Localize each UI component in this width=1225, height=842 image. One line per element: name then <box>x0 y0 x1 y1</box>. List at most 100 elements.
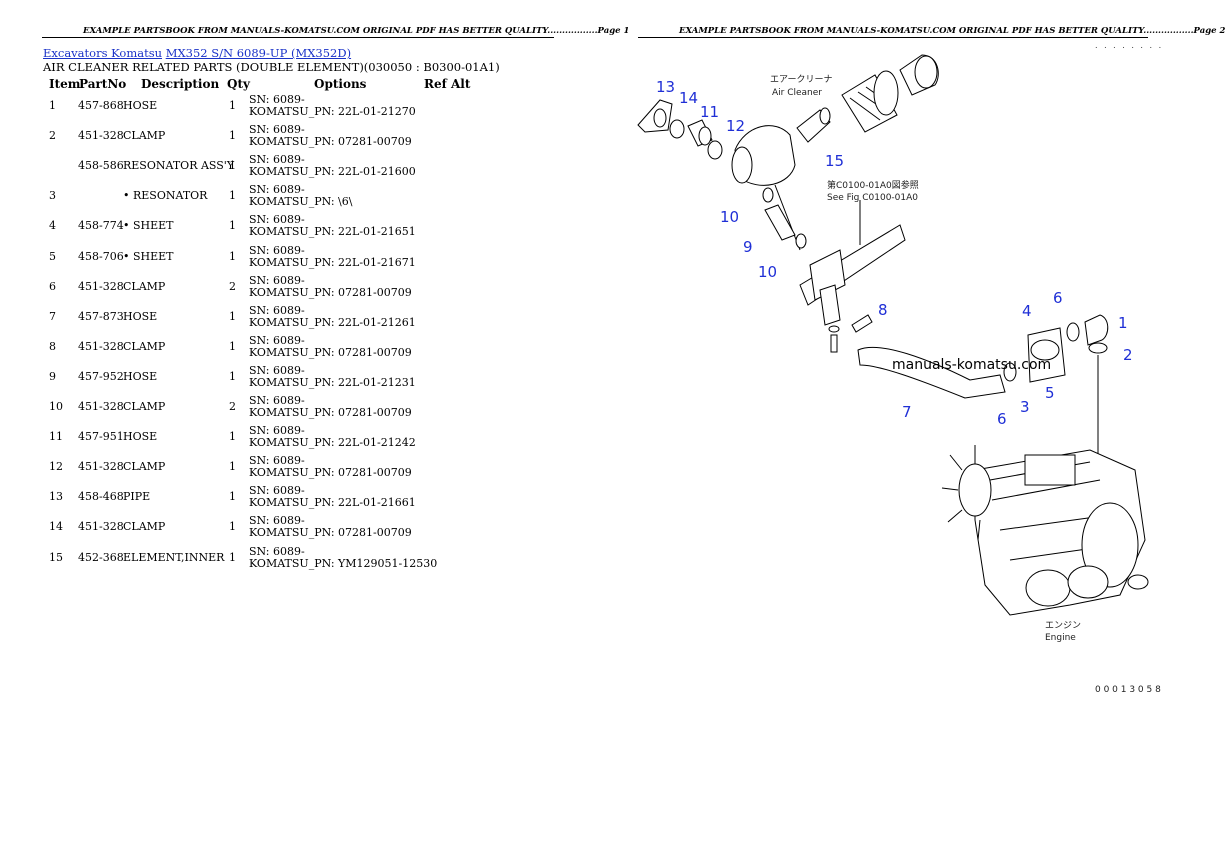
pipe-13-drawing <box>637 99 673 133</box>
cell-partno: 458-586 <box>78 159 124 173</box>
clamp-14-drawing <box>669 119 685 139</box>
callout-12: 12 <box>726 117 745 135</box>
engine-label: Engine <box>1045 633 1076 643</box>
breadcrumb-link-model[interactable]: MX352 S/N 6089-UP (MX352D) <box>165 46 352 60</box>
cell-qty: 2 <box>229 400 236 413</box>
callout-3: 3 <box>1020 398 1030 416</box>
outlet-pipe-drawing <box>819 284 841 326</box>
cell-qty: 1 <box>229 129 236 143</box>
cell-options-sn: SN: 6089- <box>249 93 305 106</box>
cell-partno: 457-868 <box>78 99 124 112</box>
cell-options-pn: KOMATSU_PN: 22L-01-21651 <box>249 225 416 239</box>
callout-11: 11 <box>700 103 719 121</box>
cell-description: CLAMP <box>123 460 166 474</box>
cell-item: 15 <box>49 550 63 564</box>
cell-qty: 1 <box>229 249 236 263</box>
figure-code: 0 0 0 1 3 0 5 8 <box>1095 685 1161 695</box>
callout-6-upper: 6 <box>1053 289 1063 307</box>
cell-qty: 1 <box>229 430 236 444</box>
cell-description: • SHEET <box>123 219 174 233</box>
cell-description: • SHEET <box>123 249 174 263</box>
col-header-item: Item <box>49 77 81 91</box>
cell-options-sn: SN: 6089- <box>249 544 305 558</box>
cell-options-sn: SN: 6089- <box>249 424 305 438</box>
page-title: AIR CLEANER RELATED PARTS (DOUBLE ELEMEN… <box>43 60 500 74</box>
cell-description: ELEMENT,INNER <box>123 550 225 564</box>
hose-11-drawing <box>687 119 713 147</box>
cell-item: 14 <box>49 520 63 534</box>
engine-drawing <box>941 445 1149 616</box>
breadcrumb-link-excavators[interactable]: Excavators Komatsu <box>43 46 163 60</box>
cell-options-pn: KOMATSU_PN: 22L-01-21600 <box>249 165 416 179</box>
clamp-10-bottom-drawing <box>795 233 807 249</box>
callout-10-bottom: 10 <box>758 263 777 281</box>
cell-qty: 1 <box>229 159 236 173</box>
resonator-3-drawing <box>1027 327 1066 383</box>
element-15-drawing <box>796 107 831 143</box>
cell-options-pn: KOMATSU_PN: 22L-01-21270 <box>249 105 416 118</box>
cell-options-pn: KOMATSU_PN: 22L-01-21261 <box>249 315 416 329</box>
cell-options-sn: SN: 6089- <box>249 243 305 257</box>
cell-item: 4 <box>49 219 56 233</box>
clamp-10-top-drawing <box>762 187 774 203</box>
cell-partno: 452-368 <box>78 550 124 564</box>
cell-item: 7 <box>49 309 56 323</box>
col-header-description: Description <box>141 77 220 91</box>
see-fig-label-jp: 第C0100-01A0図参照 <box>827 179 919 191</box>
page2-header: EXAMPLE PARTSBOOK FROM MANUALS-KOMATSU.C… <box>679 26 1225 36</box>
callout-5: 5 <box>1045 384 1055 402</box>
cell-item: 6 <box>49 279 56 293</box>
cell-item: 1 <box>49 99 56 112</box>
cell-partno: 458-774 <box>78 219 124 233</box>
clamp-12-drawing <box>707 140 723 160</box>
cell-options-pn: KOMATSU_PN: 07281-00709 <box>249 466 412 480</box>
cell-description: CLAMP <box>123 520 166 534</box>
cell-qty: 1 <box>229 490 236 504</box>
callout-7: 7 <box>902 403 912 421</box>
cover-drawing <box>899 54 939 96</box>
callout-9: 9 <box>743 238 753 256</box>
cell-item: 13 <box>49 490 63 504</box>
cell-description: HOSE <box>123 99 158 112</box>
cell-description: CLAMP <box>123 400 166 413</box>
cell-partno: 451-328 <box>78 460 124 474</box>
cell-description: HOSE <box>123 369 158 383</box>
callout-2: 2 <box>1123 346 1133 364</box>
air-cleaner-body-drawing <box>731 125 801 251</box>
cell-partno: 451-328 <box>78 400 124 413</box>
callout-8: 8 <box>878 301 888 319</box>
page1-header: EXAMPLE PARTSBOOK FROM MANUALS-KOMATSU.C… <box>83 26 630 36</box>
bracket-drawing <box>799 200 906 306</box>
cell-item: 10 <box>49 400 63 413</box>
cell-options-pn: KOMATSU_PN: 07281-00709 <box>249 406 412 419</box>
cell-qty: 1 <box>229 99 236 112</box>
cell-qty: 1 <box>229 339 236 353</box>
cell-description: • RESONATOR <box>123 189 208 203</box>
hose-1-drawing <box>1084 314 1109 346</box>
cell-item: 3 <box>49 189 56 203</box>
air-cleaner-label: Air Cleaner <box>772 88 822 98</box>
cell-options-sn: SN: 6089- <box>249 394 305 407</box>
cell-qty: 1 <box>229 550 236 564</box>
cell-partno: 457-873 <box>78 309 124 323</box>
cell-description: CLAMP <box>123 339 166 353</box>
cell-partno: 451-328 <box>78 339 124 353</box>
cell-options-sn: SN: 6089- <box>249 454 305 468</box>
cell-item: 9 <box>49 369 56 383</box>
cell-qty: 1 <box>229 460 236 474</box>
cell-options-sn: SN: 6089- <box>249 123 305 137</box>
hose-9-drawing <box>764 204 796 241</box>
clamp-6-upper-drawing <box>1066 322 1080 342</box>
cell-options-sn: SN: 6089- <box>249 514 305 528</box>
clamp-2-drawing <box>1088 342 1108 354</box>
bolt-drawing <box>830 334 838 353</box>
